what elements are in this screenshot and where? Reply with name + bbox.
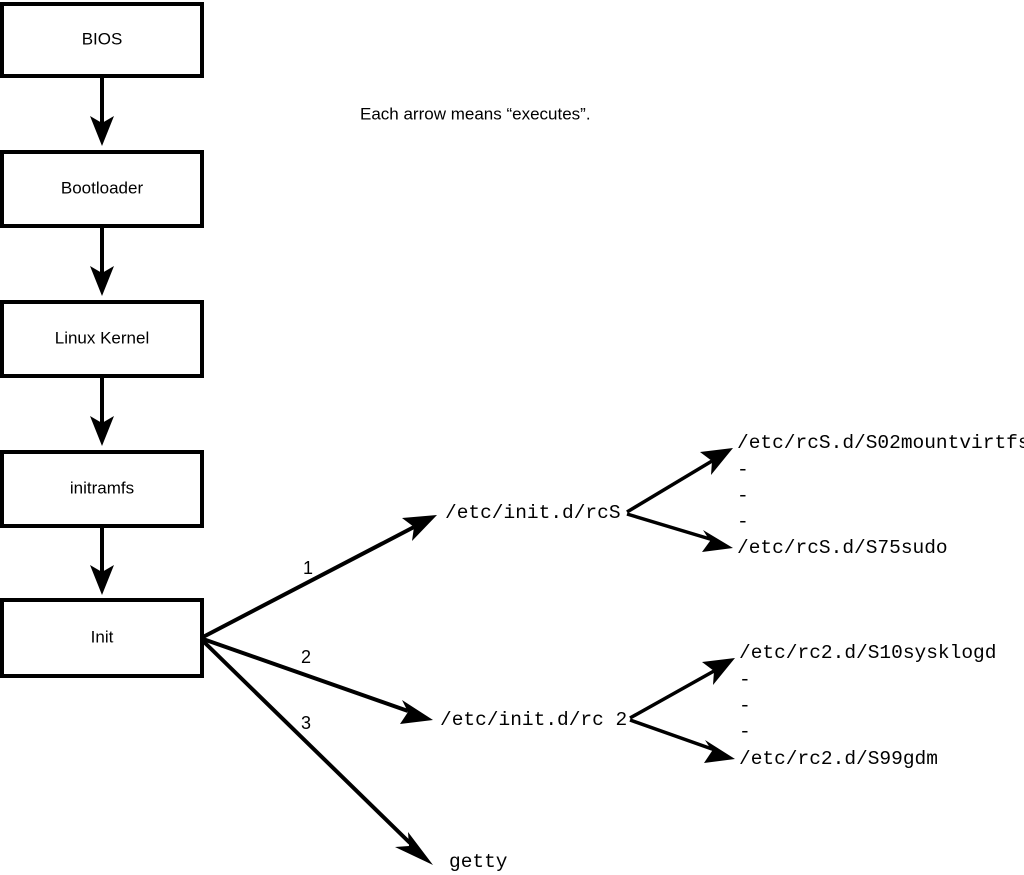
init-box[interactable] — [0, 598, 204, 678]
rc2-last-script-label: /etc/rc2.d/S99gdm — [739, 748, 938, 770]
arrow-rcs-to-last — [626, 512, 733, 552]
arrow-kernel-to-initramfs — [90, 376, 114, 446]
rcs-ellipsis-dash-1: - — [737, 459, 749, 481]
branch-number-3: 3 — [301, 713, 311, 733]
arrow-rc2-to-last — [629, 718, 735, 763]
arrow-init-to-rcs: 1 — [202, 515, 437, 639]
rc2-ellipsis-dash-1: - — [739, 669, 751, 691]
node-bootloader[interactable]: Bootloader — [0, 150, 204, 228]
rc2-parent-label: /etc/init.d/rc 2 — [440, 709, 627, 731]
init-fanout-group: 1 2 3 — [201, 515, 437, 865]
rcs-first-script-label: /etc/rcS.d/S02mountvirtfs — [737, 432, 1024, 454]
rc2-first-script-label: /etc/rc2.d/S10sysklogd — [739, 642, 996, 664]
linux-kernel-box[interactable] — [0, 300, 204, 378]
rc2-ellipsis-dash-3: - — [739, 721, 751, 743]
rcs-branch-group: /etc/init.d/rcS /etc/rcS.d/S02mountvirtf… — [445, 432, 1024, 559]
rcs-ellipsis-dash-2: - — [737, 485, 749, 507]
linux-kernel-label: Linux Kernel — [55, 328, 150, 347]
rcs-last-script-label: /etc/rcS.d/S75sudo — [737, 537, 948, 559]
rcs-parent-label: /etc/init.d/rcS — [445, 502, 621, 524]
branch-number-1: 1 — [303, 558, 313, 578]
arrow-rc2-to-first — [629, 658, 735, 720]
boot-chain-arrows — [90, 76, 114, 595]
rcs-ellipsis-dash-3: - — [737, 511, 749, 533]
getty-label: getty — [449, 851, 508, 873]
bios-label: BIOS — [82, 29, 123, 48]
rc2-ellipsis: - - - — [739, 669, 751, 743]
bootloader-label: Bootloader — [61, 178, 144, 197]
rc2-ellipsis-dash-2: - — [739, 695, 751, 717]
bios-box[interactable] — [0, 2, 204, 78]
getty-group: getty — [449, 851, 508, 873]
node-bios[interactable]: BIOS — [0, 2, 204, 78]
arrow-bootloader-to-kernel — [90, 226, 114, 296]
boot-chain-group: BIOS Bootloader Linux Kernel initramfs I… — [0, 2, 204, 678]
arrow-rcs-to-first — [626, 448, 733, 514]
initramfs-label: initramfs — [70, 478, 134, 497]
rcs-ellipsis: - - - — [737, 459, 749, 533]
node-init[interactable]: Init — [0, 598, 204, 678]
arrow-init-to-getty: 3 — [201, 639, 433, 865]
branch-number-2: 2 — [301, 647, 311, 667]
rc2-branch-group: /etc/init.d/rc 2 /etc/rc2.d/S10sysklogd … — [440, 642, 996, 770]
initramfs-box[interactable] — [0, 450, 204, 528]
arrow-init-to-rc2: 2 — [202, 637, 433, 724]
node-initramfs[interactable]: initramfs — [0, 450, 204, 528]
diagram-caption: Each arrow means “executes”. — [360, 104, 591, 123]
node-linux-kernel[interactable]: Linux Kernel — [0, 300, 204, 378]
arrow-initramfs-to-init — [90, 526, 114, 595]
arrow-bios-to-bootloader — [90, 76, 114, 146]
init-label: Init — [91, 627, 114, 646]
